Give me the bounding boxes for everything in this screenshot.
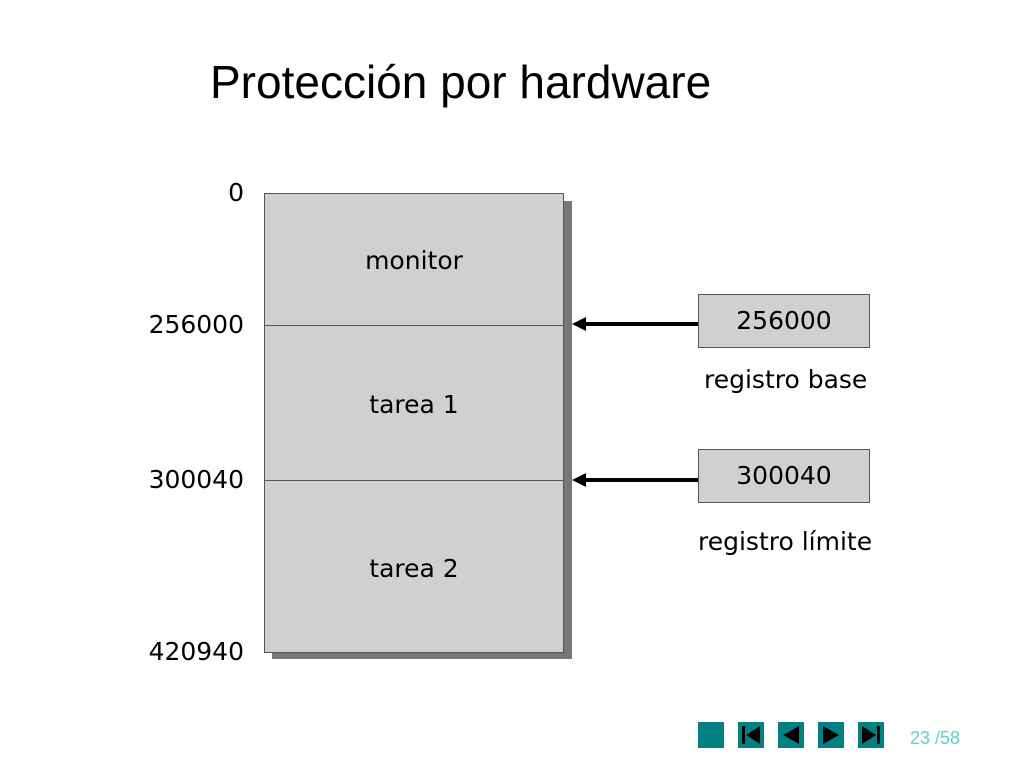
segment-tarea-2: tarea 2: [265, 481, 563, 652]
first-icon: [742, 726, 760, 744]
last-icon: [862, 726, 880, 744]
previous-icon: [783, 726, 799, 744]
base-register: 256000: [698, 294, 870, 348]
address-label-0: 0: [228, 178, 244, 207]
arrow-head-icon: [572, 473, 586, 487]
segment-label-tarea-2: tarea 2: [369, 554, 459, 583]
segment-label-monitor: monitor: [365, 246, 463, 275]
current-page: 23: [910, 728, 931, 748]
limit-register-caption: registro límite: [698, 527, 873, 556]
arrow-line: [584, 478, 698, 482]
address-label-420940: 420940: [148, 637, 244, 666]
next-page-button[interactable]: [818, 722, 844, 748]
arrow-head-icon: [572, 317, 586, 331]
page-title: Protección por hardware: [210, 56, 712, 108]
address-label-300040: 300040: [148, 465, 244, 494]
base-register-caption: registro base: [704, 365, 868, 394]
segment-tarea-1: tarea 1: [265, 326, 563, 481]
address-label-256000: 256000: [148, 310, 244, 339]
segment-label-tarea-1: tarea 1: [369, 390, 459, 419]
memory-block: monitor tarea 1 tarea 2: [264, 193, 564, 653]
next-icon: [823, 726, 839, 744]
limit-register: 300040: [698, 449, 870, 503]
previous-page-button[interactable]: [778, 722, 804, 748]
home-button[interactable]: [698, 722, 724, 748]
last-page-button[interactable]: [858, 722, 884, 748]
segment-monitor: monitor: [265, 194, 563, 326]
arrow-line: [584, 322, 698, 326]
total-pages: /58: [935, 728, 961, 748]
first-page-button[interactable]: [738, 722, 764, 748]
page-counter: 23 /58: [910, 728, 960, 749]
